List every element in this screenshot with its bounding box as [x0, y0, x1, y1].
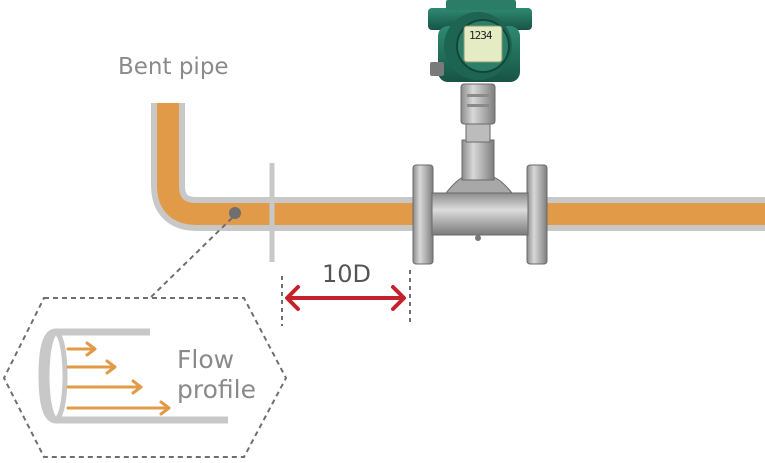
bent-pipe	[151, 103, 765, 231]
flow-profile-label-line2: profile	[177, 375, 256, 404]
distance-label: 10D	[322, 260, 372, 288]
inset-pipe-icon	[38, 328, 228, 424]
leader-line	[149, 217, 233, 299]
sample-point	[229, 207, 241, 219]
bent-pipe-label: Bent pipe	[118, 54, 229, 80]
distance-arrow-icon	[285, 285, 406, 311]
flow-profile-label-line1: Flow	[177, 345, 235, 374]
flowmeter-stem	[460, 83, 496, 181]
transmitter-head	[428, 0, 532, 82]
flow-arrows-icon	[66, 341, 171, 416]
meter-display-value: 1234	[469, 29, 493, 42]
